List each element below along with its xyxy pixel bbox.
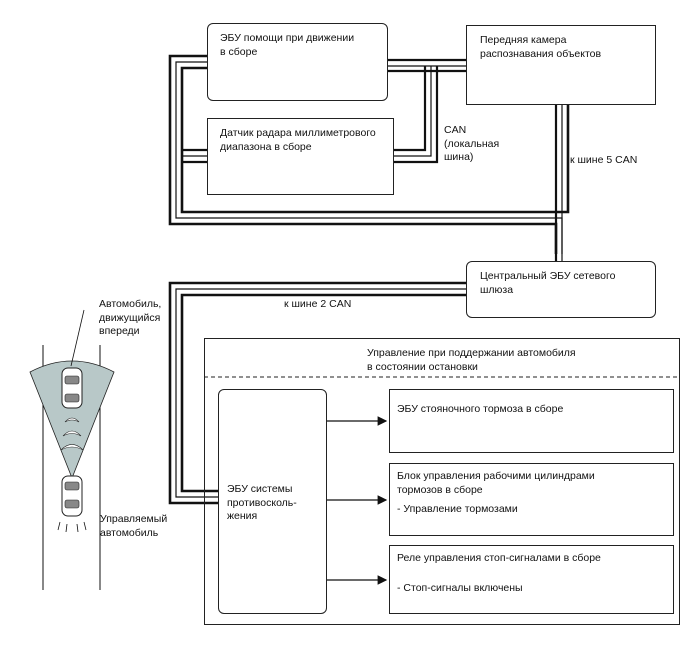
parking-brake-box: ЭБУ стояночного тормоза в сборе (389, 389, 674, 453)
stop-relay-box: Реле управления стоп-сигналами в сборе -… (389, 545, 674, 614)
stop-relay-label: Реле управления стоп-сигналами в сборе (397, 552, 601, 564)
brake-control-label: - Управление тормозами (397, 503, 518, 515)
vehicle-ahead-label: Автомобиль, движущийся впереди (99, 298, 162, 337)
detection-waves-icon (60, 417, 84, 451)
own-vehicle-label: Управляемый автомобиль (100, 513, 168, 539)
radar-label: Датчик радара миллиметрового диапазона в… (220, 127, 376, 153)
gateway-box: Центральный ЭБУ сетевого шлюза (466, 261, 656, 318)
harness-radar (182, 66, 439, 164)
brake-actuator-label: Блок управления рабочими цилиндрами торм… (397, 470, 595, 496)
camera-box: Передняя камера распознавания объектов (466, 25, 656, 105)
hold-control-label: Управление при поддержании автомобиля в … (367, 347, 576, 373)
stop-on-label: - Стоп-сигналы включены (397, 582, 523, 594)
radar-box: Датчик радара миллиметрового диапазона в… (207, 118, 394, 195)
own-car-icon (57, 475, 87, 533)
harness-gateway-collision (168, 281, 466, 505)
collision-ecu-box: ЭБУ системы противосколь- жения (218, 389, 327, 614)
bus2-label: к шине 2 CAN (284, 298, 352, 310)
parking-brake-label: ЭБУ стояночного тормоза в сборе (397, 403, 564, 415)
bus5-label: к шине 5 CAN (570, 154, 638, 166)
can-local-label: CAN (локальная шина) (444, 124, 500, 163)
lead-car-icon (61, 309, 85, 409)
harness-assist-camera (388, 58, 466, 73)
gateway-label: Центральный ЭБУ сетевого шлюза (480, 270, 616, 296)
brake-actuator-box: Блок управления рабочими цилиндрами торм… (389, 463, 674, 536)
camera-label: Передняя камера распознавания объектов (480, 34, 602, 60)
ecu-assist-label: ЭБУ помощи при движении в сборе (220, 32, 355, 58)
harness-camera-gateway (554, 104, 563, 262)
hold-control-box: Управление при поддержании автомобиля в … (204, 338, 680, 625)
road-scene (29, 309, 115, 590)
ecu-assist-box: ЭБУ помощи при движении в сборе (207, 23, 388, 101)
collision-ecu-label: ЭБУ системы противосколь- жения (227, 483, 297, 522)
